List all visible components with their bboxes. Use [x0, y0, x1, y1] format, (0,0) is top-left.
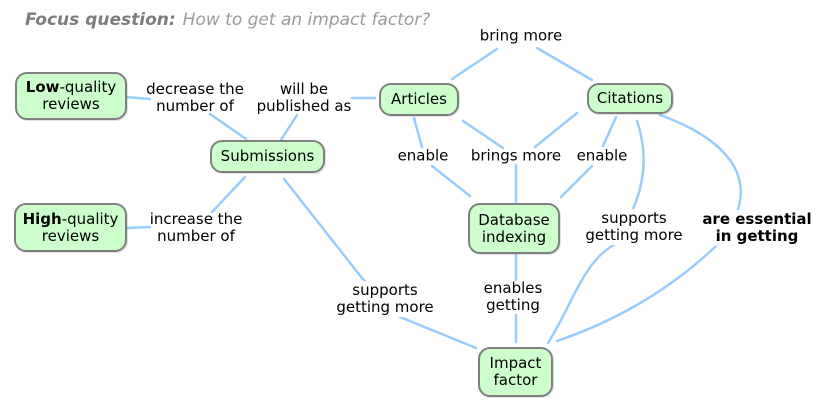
- link-label-line: supports: [352, 281, 418, 300]
- connector-high-reviews-to-label: [125, 225, 152, 230]
- concept-node-text: High-quality: [22, 209, 119, 228]
- connector-citations-to-enable: [601, 115, 618, 148]
- connector-decrease-to-submissions: [208, 112, 248, 141]
- connector-articles-to-enable: [412, 116, 424, 149]
- concept-node-text: Submissions: [220, 147, 315, 166]
- connector-increase-to-submissions: [210, 175, 247, 214]
- connector-low-reviews-to-label: [124, 95, 152, 101]
- link-label-line: decrease the: [146, 80, 244, 99]
- link-label-brings-more[interactable]: brings more: [470, 146, 562, 165]
- focus-question-prefix: Focus question:: [25, 10, 176, 30]
- link-label-line: enable: [576, 146, 628, 165]
- link-label-line: bring more: [479, 26, 563, 45]
- connector-enable-to-database-2: [559, 164, 594, 199]
- connector-articles-bringmore: [450, 47, 499, 81]
- concept-node-text: factor: [493, 371, 538, 389]
- link-label-line: getting more: [336, 298, 434, 316]
- connector-bringmore-citations: [535, 46, 594, 82]
- connector-citations-essential-impact: [555, 113, 742, 343]
- concept-node-citations[interactable]: Citations: [587, 83, 673, 114]
- link-label-line: will be: [279, 80, 329, 99]
- connector-impact-supports-submissions: [282, 177, 478, 350]
- concept-node-text: Articles: [391, 90, 447, 109]
- link-label-line: are essential: [702, 210, 812, 229]
- link-label-line: number of: [156, 97, 234, 115]
- concept-node-text: Low-quality: [25, 78, 117, 97]
- link-label-line: getting: [486, 296, 540, 314]
- connector-bringsmore-to-articles: [461, 119, 505, 150]
- focus-question: Focus question: How to get an impact fact…: [25, 10, 430, 30]
- concept-node-text: indexing: [481, 227, 547, 246]
- link-label-line: brings more: [470, 146, 562, 165]
- link-label-line: in getting: [715, 227, 799, 245]
- link-label-enable-right[interactable]: enable: [576, 146, 628, 165]
- concept-node-articles[interactable]: Articles: [379, 83, 459, 116]
- concept-node-text: Impact: [489, 354, 542, 373]
- link-label-line: enables: [483, 279, 543, 298]
- link-label-line: supports: [601, 209, 667, 228]
- link-label-line: enable: [397, 146, 449, 165]
- concept-node-text: Database: [478, 210, 550, 229]
- concept-node-text: reviews: [41, 226, 100, 245]
- concept-node-submissions[interactable]: Submissions: [210, 140, 325, 173]
- concept-node-text: Citations: [596, 89, 664, 108]
- focus-question-text: How to get an impact factor?: [182, 10, 431, 30]
- link-label-line: getting more: [585, 226, 683, 244]
- link-label-line: increase the: [149, 210, 243, 229]
- connector-bringsmore-to-citations: [533, 111, 579, 149]
- link-label-line: published as: [256, 97, 352, 115]
- concept-node-text: reviews: [42, 95, 100, 113]
- link-label-bring-more[interactable]: bring more: [479, 26, 563, 45]
- connector-submissions-to-published: [279, 113, 299, 142]
- link-label-line: number of: [157, 227, 235, 245]
- link-label-enable-left[interactable]: enable: [397, 146, 449, 165]
- connector-enable-to-database: [430, 164, 472, 198]
